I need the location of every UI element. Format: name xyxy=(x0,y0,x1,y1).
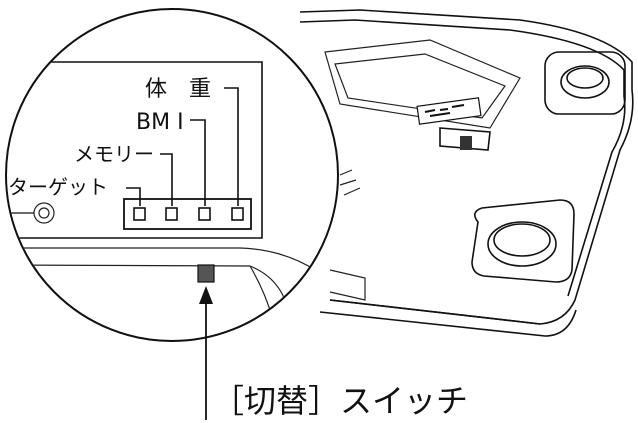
bmi-label: BM I xyxy=(136,110,184,135)
memory-label: メモリー xyxy=(74,142,154,166)
scale-body xyxy=(299,9,634,337)
target-button[interactable] xyxy=(133,207,146,221)
arrow-to-switch xyxy=(199,286,213,420)
memory-button[interactable] xyxy=(165,207,178,221)
button-row xyxy=(123,198,252,230)
bmi-button[interactable] xyxy=(198,207,211,221)
switch-label: ［切替］スイッチ xyxy=(212,382,468,420)
weight-label: 体 重 xyxy=(145,77,211,102)
weight-button[interactable] xyxy=(231,207,244,221)
switch-knob[interactable] xyxy=(197,264,215,283)
leader-lines xyxy=(126,87,239,206)
target-label: ターゲット xyxy=(8,175,108,199)
